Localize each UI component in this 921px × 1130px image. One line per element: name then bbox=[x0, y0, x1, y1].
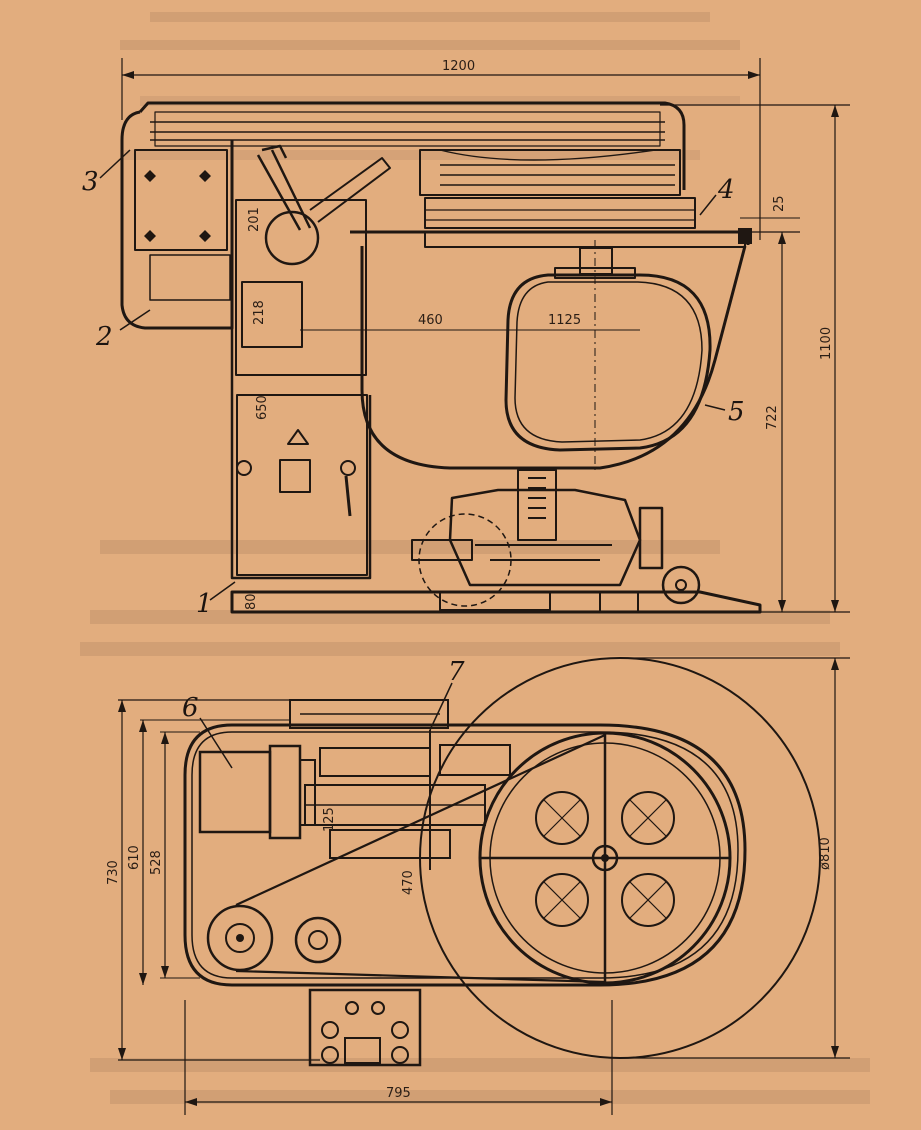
dim-top-offset-label: 25 bbox=[772, 195, 787, 212]
motor-panel bbox=[134, 149, 228, 251]
machine-outline-plan bbox=[183, 723, 747, 987]
callout-4: 4 bbox=[717, 175, 735, 205]
machine-body bbox=[230, 190, 372, 580]
callout-7: 7 bbox=[448, 657, 465, 687]
side-view: 1200 1100 722 25 bbox=[82, 58, 850, 619]
dim-shaft-label: 125 bbox=[322, 807, 337, 832]
dim-overall-width: 1200 bbox=[121, 58, 761, 240]
callout-1: 1 bbox=[196, 589, 213, 619]
motor-housing bbox=[120, 110, 234, 330]
dim-depth-lines bbox=[118, 699, 320, 1061]
callout-3: 3 bbox=[82, 167, 99, 197]
dim-depth-inner-label: 528 bbox=[149, 850, 164, 875]
motor-plan bbox=[198, 750, 272, 834]
background-text bbox=[80, 12, 870, 1104]
callout-5: 5 bbox=[728, 397, 745, 427]
drive-belt bbox=[235, 734, 606, 984]
callout-6: 6 bbox=[182, 693, 199, 723]
dim-overall-height-label: 1100 bbox=[819, 327, 834, 360]
dim-bowl-1125-label: 1125 bbox=[548, 313, 581, 328]
gearbox bbox=[419, 149, 681, 196]
dim-width-bottom-label: 795 bbox=[386, 1086, 411, 1101]
dim-arm-label: 460 bbox=[418, 313, 443, 328]
dim-bowl-height-label: 722 bbox=[765, 405, 780, 430]
control-panel bbox=[236, 394, 368, 576]
tension-pulley bbox=[294, 916, 342, 964]
dim-width-bottom: 795 bbox=[184, 1000, 613, 1115]
top-lid bbox=[138, 101, 686, 190]
dim-lever-label: 201 bbox=[247, 207, 262, 232]
bowl-holes bbox=[535, 791, 675, 927]
callout-2: 2 bbox=[95, 322, 113, 352]
dim-housing-label: 650 bbox=[255, 395, 270, 420]
mixing-bowl bbox=[360, 245, 747, 470]
dim-depth-mid-label: 610 bbox=[127, 845, 142, 870]
cover-plate bbox=[350, 230, 750, 245]
dim-depth-outer-label: 730 bbox=[106, 860, 121, 885]
drive-spindle bbox=[517, 469, 557, 541]
front-mount bbox=[308, 988, 422, 1067]
drive-pulley bbox=[206, 904, 274, 972]
dim-overall-height: 1100 bbox=[660, 104, 850, 613]
plan-view: ø810 125 bbox=[106, 657, 850, 1115]
dim-frame-label: 218 bbox=[252, 300, 267, 325]
lever-wheel bbox=[264, 210, 320, 266]
kneading-arm bbox=[504, 273, 712, 452]
dim-bowl-height: 722 bbox=[740, 231, 800, 612]
dim-table-diameter-label: ø810 bbox=[818, 837, 833, 870]
dim-base-label: 80 bbox=[244, 593, 259, 610]
dim-overall-width-label: 1200 bbox=[442, 59, 475, 74]
dim-top-offset: 25 bbox=[740, 195, 800, 219]
dim-pulley-470-label: 470 bbox=[401, 870, 416, 895]
